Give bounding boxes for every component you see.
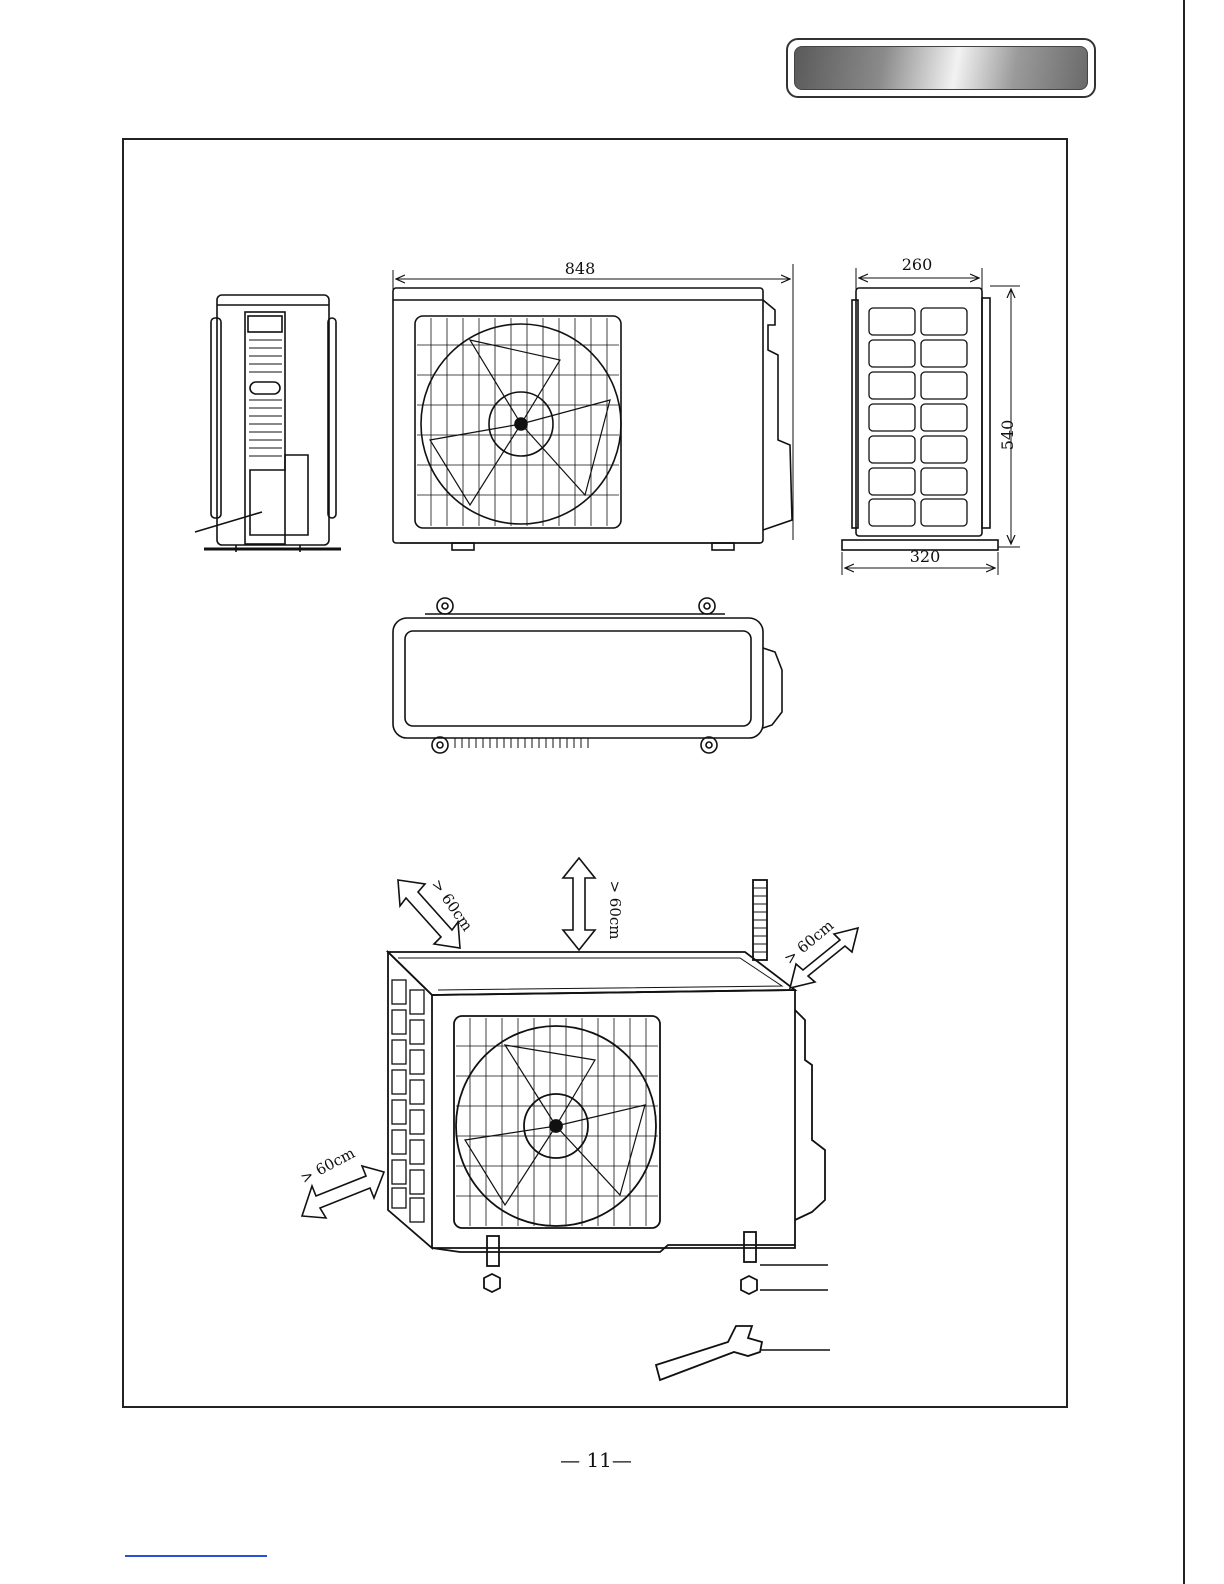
clearance-arrows [302,858,858,1218]
dimension-height-label: 540 [998,420,1017,451]
clearance-left-side-label: > 60cm [297,1144,358,1188]
dimension-depth-label: 260 [902,255,933,274]
footer-link-underline[interactable] [125,1555,267,1557]
page-number: — 11— [556,1448,636,1472]
clearance-back-right-label: > 60cm [780,916,837,968]
installation-view [388,880,830,1380]
clearance-top-label: > 60cm [606,880,624,939]
dimension-base-depth-label: 320 [910,547,941,566]
front-view [393,264,793,550]
top-view [393,598,782,753]
dimension-width-label: 848 [565,259,596,278]
side-view-left [195,295,341,552]
side-view-right [842,268,1020,575]
